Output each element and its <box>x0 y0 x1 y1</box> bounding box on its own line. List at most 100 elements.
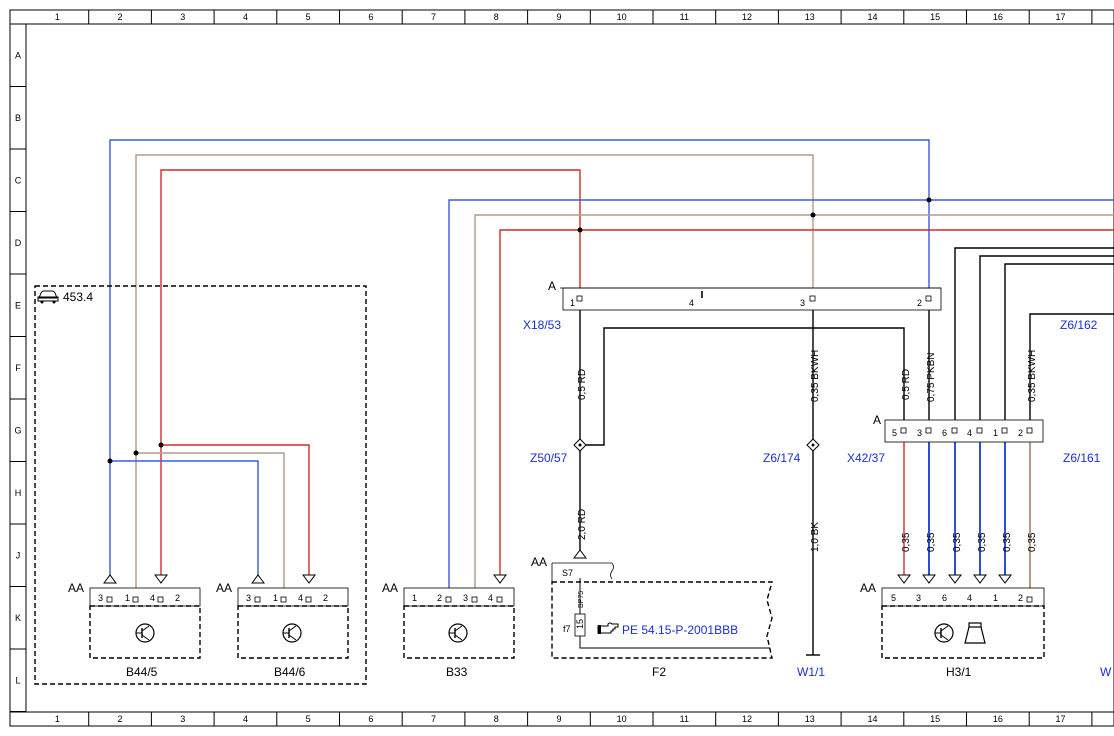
b33-pin-1: 1 <box>412 593 417 603</box>
b44-5-pin-3: 3 <box>98 593 103 603</box>
wire-brown-b33 <box>474 214 1114 598</box>
grid-column-label: 2 <box>118 714 123 724</box>
h3-pin-3: 3 <box>916 593 921 603</box>
x42-pin-1: 1 <box>993 428 998 438</box>
wire-label-h3-3: 0,35 <box>926 532 937 552</box>
wire-black-z6-162 <box>1029 313 1114 430</box>
grid-column-label: 11 <box>680 714 689 724</box>
grid-column-label: 7 <box>431 714 436 724</box>
x42-37-label: X42/37 <box>847 451 885 465</box>
junction-dot <box>926 197 932 203</box>
grid-column-label: 17 <box>1056 12 1066 22</box>
x18-pin-2: 2 <box>917 298 922 308</box>
wire-label-h3-6: 0,35 <box>952 532 963 552</box>
component-f2: 15 BP75 f7 S7 PE 54.15-P-2001BBB <box>551 549 773 659</box>
w-partial-label: W <box>1100 665 1112 679</box>
transistor-icon <box>934 623 954 643</box>
component-b44-6: 3 1 4 2 <box>237 574 349 659</box>
grid-column-label: 3 <box>180 12 185 22</box>
grid-column-label: 16 <box>993 12 1003 22</box>
arrow-down-icon <box>922 574 936 584</box>
wire-label-bkwh-z6-162: 0,35 BKWH <box>1027 350 1038 402</box>
pointing-hand-icon <box>597 622 619 634</box>
wire-label-x42-rd05: 0,5 RD <box>901 369 912 400</box>
b33-pin-2: 2 <box>437 593 442 603</box>
grid-column-label: 4 <box>243 714 248 724</box>
grid-row-label: K <box>15 613 21 623</box>
wire-bk-z50-x42 <box>585 327 905 446</box>
s7-label: S7 <box>562 568 573 578</box>
x42-pin-3: 3 <box>917 428 922 438</box>
wire-label-bkwh-x18: 0,35 BKWH <box>810 350 821 402</box>
wire-brown-loop <box>135 154 814 588</box>
arrow-down-icon <box>973 574 987 584</box>
speaker-icon <box>964 622 986 644</box>
z6-174-label: Z6/174 <box>763 451 801 465</box>
grid-column-label: 15 <box>930 12 940 22</box>
h3-1-label: H3/1 <box>946 665 972 679</box>
z6-162-label: Z6/162 <box>1060 318 1098 332</box>
component-b33: 1 2 3 4 <box>403 574 515 659</box>
group-453-4-boundary <box>34 285 367 685</box>
grid-column-label: 3 <box>180 714 185 724</box>
connector-x42-37: 5 3 6 4 1 2 <box>884 419 1044 443</box>
bp75-label: BP75 <box>578 591 585 608</box>
grid-row-label: D <box>15 238 22 248</box>
grid-column-label: 6 <box>368 12 373 22</box>
component-h3-1: 5 3 6 4 1 2 <box>881 574 1045 659</box>
transistor-icon <box>448 623 468 643</box>
grid-row-label: B <box>15 113 21 123</box>
transistor-icon <box>135 623 155 643</box>
grid-column-label: 12 <box>742 714 752 724</box>
wires <box>109 139 1114 656</box>
grid-row-label: L <box>15 675 20 685</box>
x18-pin-3: 3 <box>800 298 805 308</box>
wire-label-pkbn075: 0,75 PKBN <box>926 353 937 402</box>
group-453-4-label: 453.4 <box>63 290 93 304</box>
junction-dot <box>577 227 583 233</box>
wire-blue-b44-6 <box>110 460 259 578</box>
arrow-up-icon <box>251 574 265 584</box>
grid-column-label: 5 <box>306 12 311 22</box>
b33-aa-label: AA <box>382 581 398 595</box>
b44-6-pin-4: 4 <box>298 593 303 603</box>
b44-5-pin-4: 4 <box>150 593 155 603</box>
grid-row-label: G <box>14 425 21 435</box>
wire-label-h3-2: 0,35 <box>1027 532 1038 552</box>
wire-brown-b44-6 <box>136 452 285 598</box>
wire-label-h3-4: 0,35 <box>977 532 988 552</box>
b33-pin-4: 4 <box>488 593 493 603</box>
grid-column-label: 14 <box>867 714 877 724</box>
grid-column-label: 16 <box>993 714 1003 724</box>
x42-pin-5: 5 <box>892 428 897 438</box>
wire-label-h3-1: 0,35 <box>1002 532 1013 552</box>
junction-dot <box>158 442 164 448</box>
drawing-frame <box>9 9 1114 727</box>
w1-1-label: W1/1 <box>797 665 825 679</box>
splices <box>573 438 820 452</box>
h3-pin-5: 5 <box>891 593 896 603</box>
b44-6-pin-3: 3 <box>246 593 251 603</box>
grid-column-label: 9 <box>556 714 561 724</box>
wire-label-bk10: 1,0 BK <box>810 522 821 552</box>
grid-column-label: 8 <box>494 714 499 724</box>
grid-row-label: F <box>15 363 21 373</box>
x42-pin-2: 2 <box>1018 428 1023 438</box>
b44-5-aa-label: AA <box>68 581 84 595</box>
arrow-up-icon <box>103 574 117 584</box>
fuse-f7-label: f7 <box>563 624 571 634</box>
wire-label-rd05: 0,5 RD <box>577 369 588 400</box>
h3-pin-1: 1 <box>993 593 998 603</box>
transistor-icon <box>282 623 302 643</box>
f2-aa-label: AA <box>531 555 547 569</box>
f2-label: F2 <box>652 665 666 679</box>
x18-pin-4: 4 <box>689 298 694 308</box>
arrow-down-icon <box>302 574 316 584</box>
z50-57-label: Z50/57 <box>530 451 568 465</box>
reference-link[interactable]: PE 54.15-P-2001BBB <box>622 623 738 637</box>
z6-161-label: Z6/161 <box>1063 451 1101 465</box>
junction-dot <box>107 458 113 464</box>
grid-column-label: 13 <box>805 714 815 724</box>
b44-6-aa-label: AA <box>216 581 232 595</box>
